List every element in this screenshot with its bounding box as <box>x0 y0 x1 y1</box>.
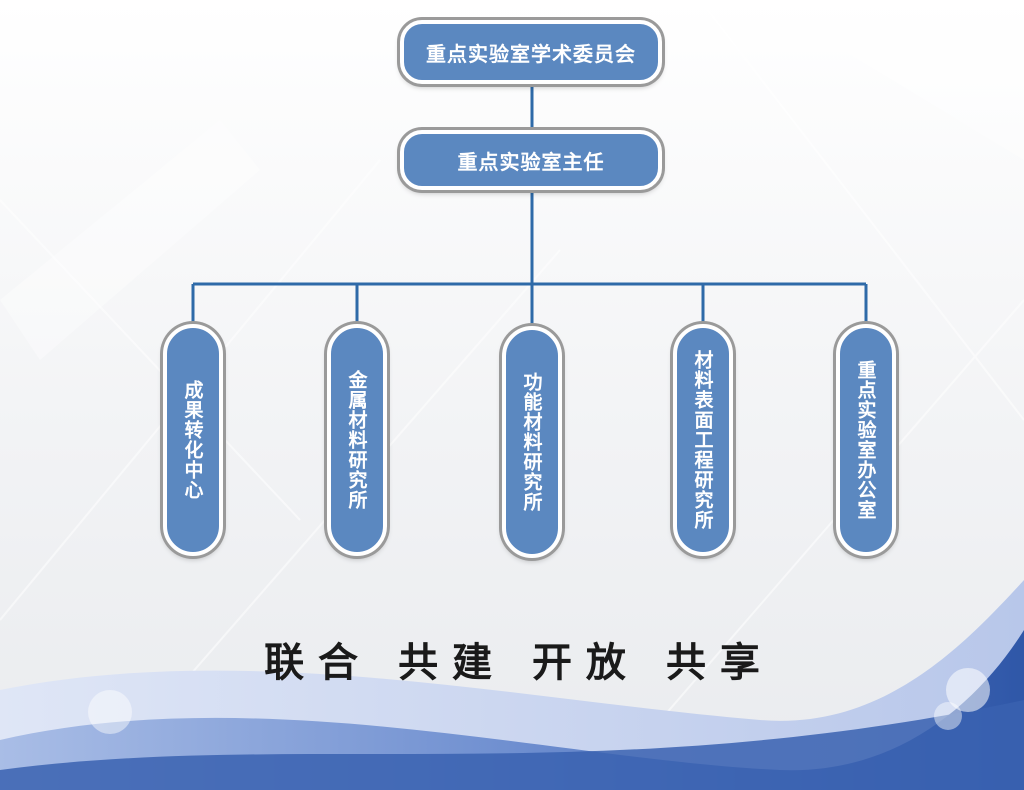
node-functional-materials-institute: 功能材料研究所 <box>502 326 562 558</box>
slogan-part-3: 开 放 <box>532 639 626 686</box>
node-academic-committee: 重点实验室学术委员会 <box>400 20 662 84</box>
node-functional-materials-institute-label: 功能材料研究所 <box>520 372 543 512</box>
slogan-part-2: 共 建 <box>398 639 492 686</box>
node-lab-office-label: 重点实验室办公室 <box>854 360 877 520</box>
node-academic-committee-label: 重点实验室学术委员会 <box>426 41 636 66</box>
node-metal-materials-institute: 金属材料研究所 <box>327 324 387 556</box>
node-lab-director-label: 重点实验室主任 <box>457 149 605 174</box>
node-achievement-transfer-center-label: 成果转化中心 <box>181 380 204 500</box>
slogan-part-4: 共 享 <box>665 639 760 686</box>
node-surface-engineering-institute-label: 材料表面工程研究所 <box>691 350 714 530</box>
org-connectors <box>191 84 868 326</box>
node-surface-engineering-institute: 材料表面工程研究所 <box>673 324 733 556</box>
node-lab-office: 重点实验室办公室 <box>836 324 896 556</box>
node-metal-materials-institute-label: 金属材料研究所 <box>345 370 368 510</box>
node-lab-director: 重点实验室主任 <box>400 130 662 190</box>
slogan-part-1: 联 合 <box>264 639 359 686</box>
slogan: 联 合共 建开 放共 享 <box>0 630 1024 688</box>
node-achievement-transfer-center: 成果转化中心 <box>163 324 223 556</box>
